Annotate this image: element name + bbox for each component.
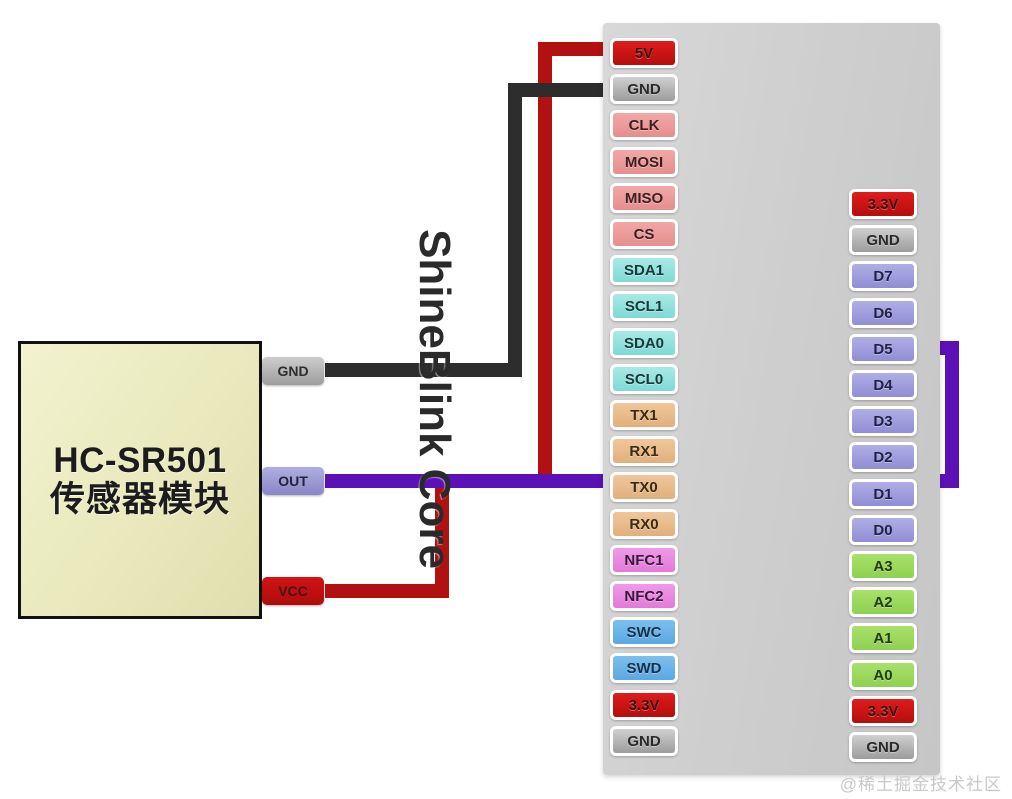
board-pin-left-clk-2[interactable]: CLK [610, 110, 678, 140]
board-pin-right-d7-2[interactable]: D7 [849, 261, 917, 291]
board-pin-label: RX1 [629, 442, 659, 460]
sensor-module-hc-sr501: HC-SR501 传感器模块 [18, 341, 262, 619]
board-pin-left-scl0-9[interactable]: SCL0 [610, 364, 678, 394]
board-pin-right-d6-3[interactable]: D6 [849, 298, 917, 328]
board-pin-label: GND [866, 231, 900, 249]
board-pin-right-d2-7[interactable]: D2 [849, 442, 917, 472]
board-pin-left-rx0-13[interactable]: RX0 [610, 509, 678, 539]
board-pin-label: NFC2 [624, 587, 664, 605]
board-pin-label: SWD [626, 659, 662, 677]
board-pin-left-nfc1-14[interactable]: NFC1 [610, 545, 678, 575]
board-pin-left-cs-5[interactable]: CS [610, 219, 678, 249]
board-pin-left-nfc2-15[interactable]: NFC2 [610, 581, 678, 611]
sensor-pin-out[interactable]: OUT [262, 467, 324, 495]
board-pin-right-a2-11[interactable]: A2 [849, 587, 917, 617]
board-pin-right-a0-13[interactable]: A0 [849, 660, 917, 690]
board-pin-label: GND [627, 732, 661, 750]
board-pin-label: 5V [634, 44, 654, 62]
board-pin-label: RX0 [629, 515, 659, 533]
board-pin-right-a3-10[interactable]: A3 [849, 551, 917, 581]
wire-ground-segment-top [508, 83, 610, 97]
board-pin-label: D7 [873, 267, 893, 285]
board-pin-right-d5-4[interactable]: D5 [849, 334, 917, 364]
wire-power-segment-down1 [538, 42, 552, 488]
board-pin-label: TX1 [630, 406, 658, 424]
board-pin-label: A0 [873, 666, 893, 684]
board-pin-right-gnd-15[interactable]: GND [849, 732, 917, 762]
board-pin-label: MOSI [624, 153, 664, 171]
sensor-pin-vcc-label: VCC [278, 583, 308, 599]
board-pin-label: D4 [873, 376, 893, 394]
wire-power-segment-bottom [325, 584, 449, 598]
board-pin-left-miso-4[interactable]: MISO [610, 183, 678, 213]
board-pin-label: SDA0 [623, 334, 664, 352]
board-pin-right-d3-6[interactable]: D3 [849, 406, 917, 436]
board-pin-right-33v-0[interactable]: 3.3V [849, 189, 917, 219]
board-pin-label: GND [627, 80, 661, 98]
board-pin-left-33v-18[interactable]: 3.3V [610, 690, 678, 720]
watermark: @稀土掘金技术社区 [839, 775, 1002, 794]
board-pin-left-gnd-1[interactable]: GND [610, 74, 678, 104]
board-pin-label: SDA1 [623, 261, 664, 279]
board-pin-label: A2 [873, 593, 893, 611]
board-pin-left-tx0-12[interactable]: TX0 [610, 472, 678, 502]
board-pin-left-mosi-3[interactable]: MOSI [610, 147, 678, 177]
board-pin-right-d0-9[interactable]: D0 [849, 515, 917, 545]
board-pin-label: A3 [873, 557, 893, 575]
sensor-pin-vcc[interactable]: VCC [262, 577, 324, 605]
board-pin-label: D5 [873, 340, 893, 358]
board-pin-left-scl1-7[interactable]: SCL1 [610, 291, 678, 321]
board-pin-label: D0 [873, 521, 893, 539]
board-pin-left-tx1-10[interactable]: TX1 [610, 400, 678, 430]
board-pin-left-5v-0[interactable]: 5V [610, 38, 678, 68]
board-pin-label: 3.3V [867, 702, 899, 720]
board-pin-left-swc-16[interactable]: SWC [610, 617, 678, 647]
board-pin-left-swd-17[interactable]: SWD [610, 653, 678, 683]
board-pin-label: D1 [873, 485, 893, 503]
board-pin-label: GND [866, 738, 900, 756]
board-pin-label: D3 [873, 412, 893, 430]
wire-power-segment-top [538, 42, 610, 56]
board-pin-label: CLK [628, 116, 660, 134]
board-pin-left-gnd-19[interactable]: GND [610, 726, 678, 756]
board-pin-right-d1-8[interactable]: D1 [849, 479, 917, 509]
board-pin-label: CS [633, 225, 655, 243]
board-pin-left-rx1-11[interactable]: RX1 [610, 436, 678, 466]
board-pin-right-gnd-1[interactable]: GND [849, 225, 917, 255]
board-pin-label: 3.3V [867, 195, 899, 213]
wire-power-segment-down2 [435, 474, 449, 598]
sensor-pin-out-label: OUT [278, 473, 308, 489]
board-pin-label: D6 [873, 304, 893, 322]
board-pin-label: SCL0 [624, 370, 664, 388]
board-pin-label: SWC [626, 623, 662, 641]
sensor-name-line1: HC-SR501 [53, 440, 227, 480]
board-pin-label: D2 [873, 448, 893, 466]
board-pin-right-d4-5[interactable]: D4 [849, 370, 917, 400]
wire-signal-segment-right-up [945, 341, 959, 488]
board-pin-label: MISO [624, 189, 664, 207]
wire-ground-segment-bottom [325, 363, 522, 377]
board-pin-label: SCL1 [624, 297, 664, 315]
board-pin-label: 3.3V [628, 696, 660, 714]
board-pin-right-33v-14[interactable]: 3.3V [849, 696, 917, 726]
board-pin-label: A1 [873, 629, 893, 647]
board-pin-left-sda1-6[interactable]: SDA1 [610, 255, 678, 285]
board-pin-label: NFC1 [624, 551, 664, 569]
sensor-pin-gnd-label: GND [277, 363, 309, 379]
sensor-pin-gnd[interactable]: GND [262, 357, 324, 385]
board-pin-right-a1-12[interactable]: A1 [849, 623, 917, 653]
sensor-module-label: HC-SR501 传感器模块 [21, 344, 259, 616]
board-title: ShineBlink Core [266, 23, 603, 775]
board-pin-left-sda0-8[interactable]: SDA0 [610, 328, 678, 358]
board-pin-label: TX0 [630, 478, 658, 496]
sensor-name-line2: 传感器模块 [49, 480, 230, 519]
wire-ground-segment-down [508, 83, 522, 377]
